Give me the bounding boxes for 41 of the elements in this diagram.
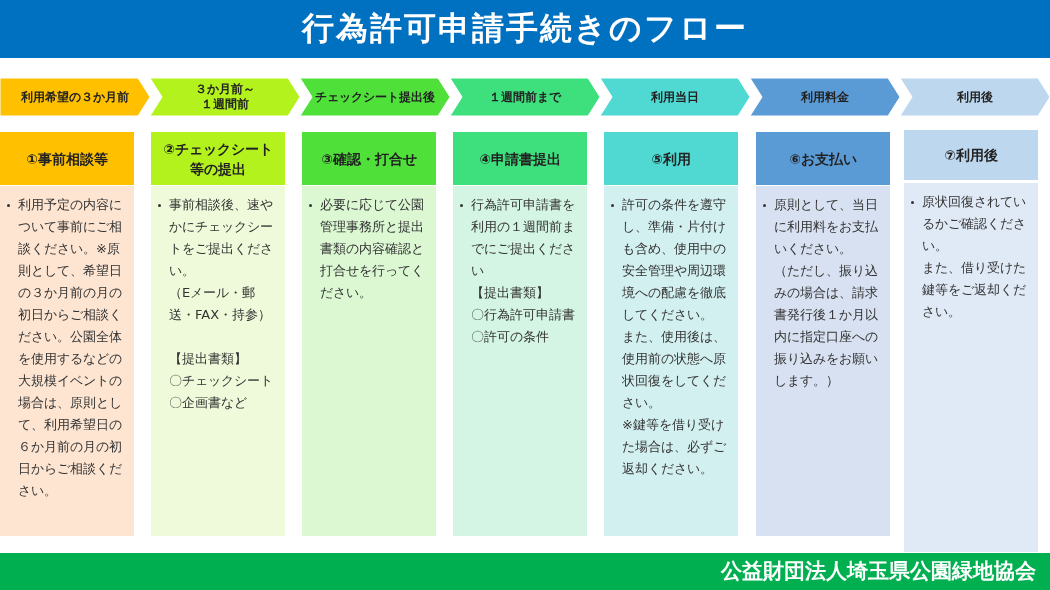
description-text: 【提出書類】 [471,284,550,302]
step-header: ③確認・打合せ [302,132,436,185]
step-header: ⑦利用後 [904,130,1038,180]
description-text: （ただし、振り込みの場合は、請求書発行後１か月以内に指定口座への振り込みをお願いします。） [774,262,879,390]
step-header: ⑤利用 [604,132,738,185]
phase-band: ３か月前～１週間前 [150,78,300,116]
step-description [302,186,436,536]
description-text: 〇チェックシート [169,372,274,390]
phase-band: 利用当日 [600,78,750,116]
description-text: 利用予定の内容について事前にご相談ください。※原則として、希望日の３か月前の月の初日からご相談ください。公園全体を使用するなどの大規模イベントの場合は、原則として、利用希望日の６か月前の月の初日からご相談ください。 [18,197,122,498]
description-text: （Eメール・郵送・FAX・持参） [169,284,273,324]
step-description [904,183,1038,552]
description-text: 【提出書類】 [169,350,248,368]
description-text: また、借り受けた鍵等をご返却ください。 [922,259,1027,321]
step-header: ⑥お支払い [756,132,890,185]
step-description [0,186,134,536]
step-description [453,186,587,536]
phase-band: 利用希望の３か月前 [0,78,150,116]
description-text: ※鍵等を借り受けた場合は、必ずご返却ください。 [622,416,727,478]
description-text: 〇行為許可申請書 [471,306,576,324]
description-text: 必要に応じて公園管理事務所と提出書類の内容確認と打合せを行ってください。 [320,197,424,300]
phase-band: 利用後 [900,78,1050,116]
description-text: 原則として、当日に利用料をお支払いください。 [774,197,878,256]
step-header: ①事前相談等 [0,132,134,185]
step-header: ②チェックシート等の提出 [151,132,285,185]
organization-name: 公益財団法人埼玉県公園緑地協会 [721,558,1036,585]
title-banner: 行為許可申請手続きのフロー [0,0,1050,58]
description-text: 〇企画書など [169,394,248,412]
description-text: 許可の条件を遵守し、準備・片付けも含め、使用中の安全管理や周辺環境への配慮を徹底してください。 [622,197,726,322]
phase-band: 利用料金 [750,78,900,116]
description-text: 事前相談後、速やかにチェックシートをご提出ください。 [169,197,273,278]
step-header: ④申請書提出 [453,132,587,185]
step-description [756,186,890,536]
phase-band: １週間前まで [450,78,600,116]
description-text: 〇許可の条件 [471,328,550,346]
phase-band: チェックシート提出後 [300,78,450,116]
description-text: 原状回復されているかご確認ください。 [922,194,1026,253]
step-description [151,186,285,536]
description-text: また、使用後は、使用前の状態へ原状回復をしてください。 [622,328,727,412]
step-description [604,186,738,536]
description-text: 行為許可申請書を利用の１週間前までにご提出ください [471,197,575,278]
